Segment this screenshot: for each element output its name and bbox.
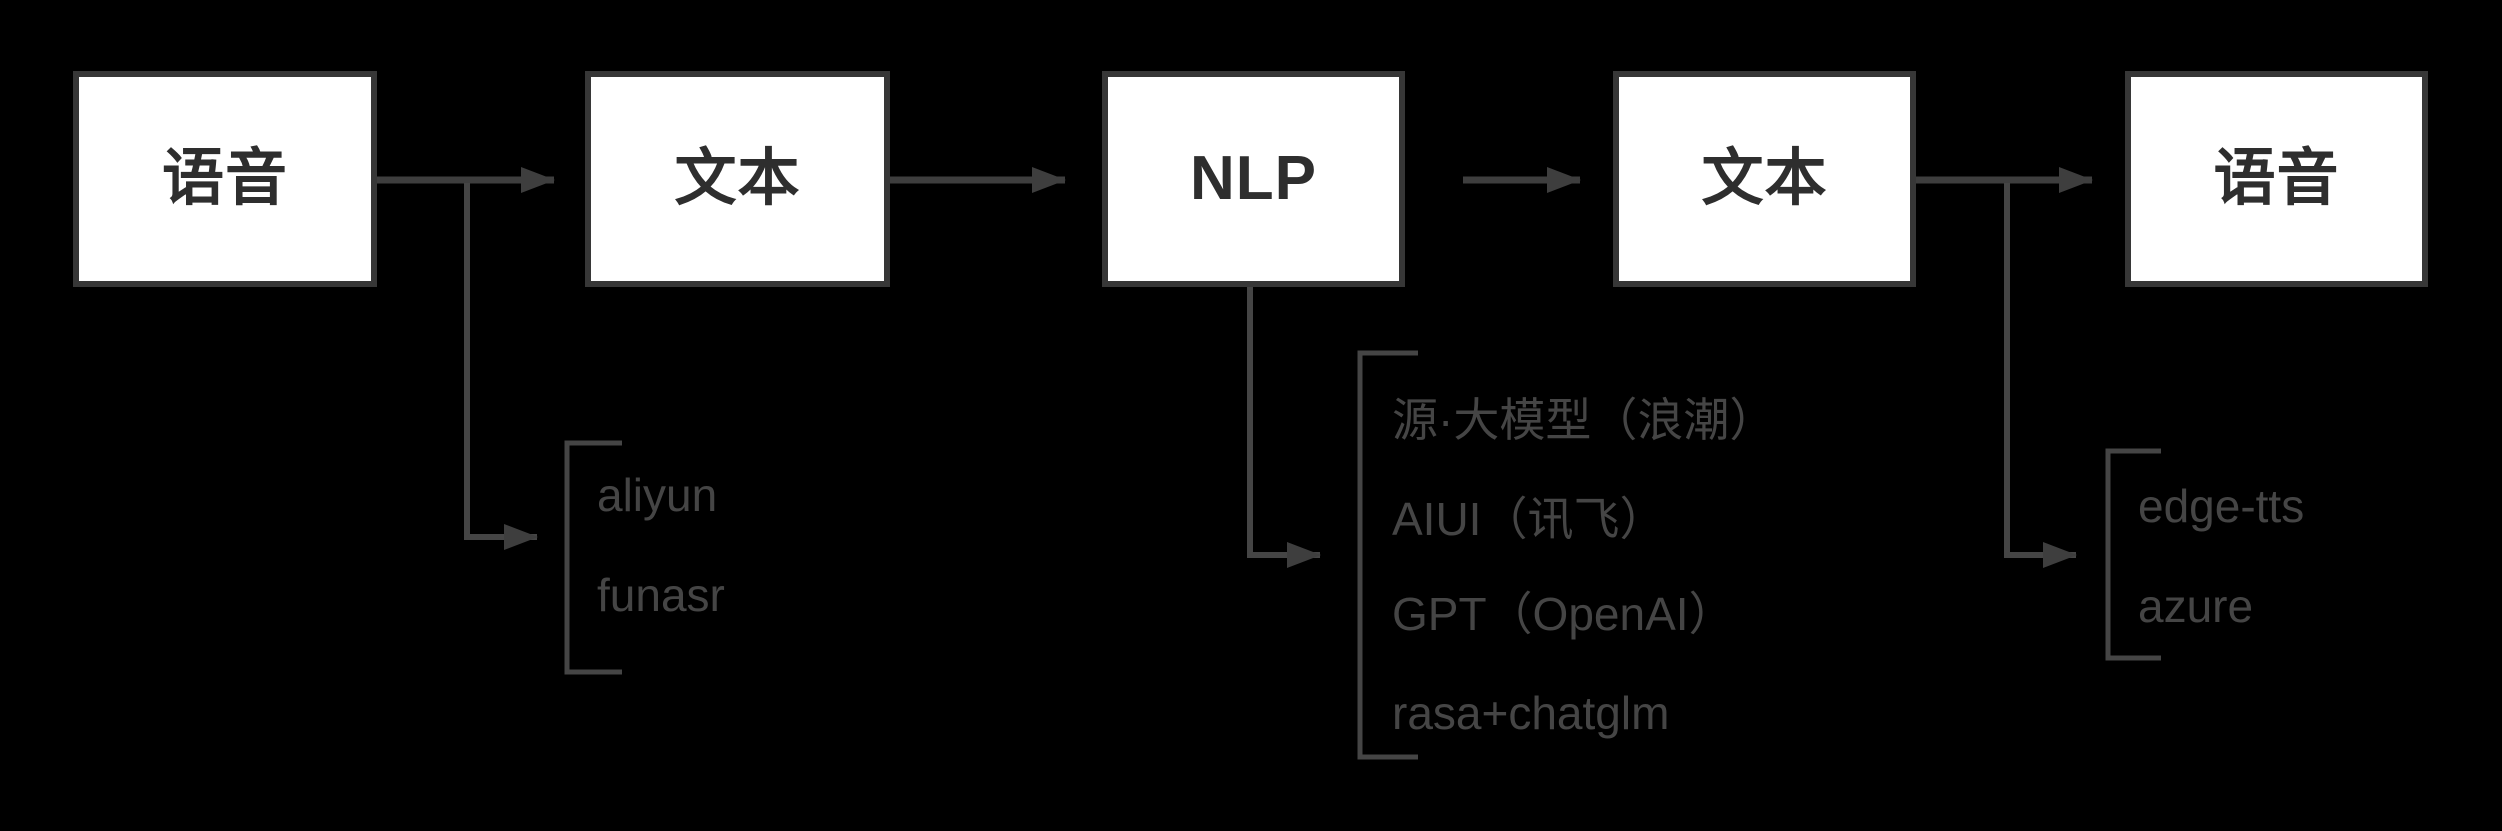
branch-bracket-asr [564,440,622,675]
option-tts-edge-tts[interactable]: edge-tts [2138,480,2305,532]
option-tts-azure[interactable]: azure [2138,580,2254,632]
node-text-out-label: 文本 [1701,144,1828,213]
option-asr-aliyun[interactable]: aliyun [597,469,718,521]
option-nlp-rasa-chatglm[interactable]: rasa+chatglm [1392,687,1670,739]
node-text-in-label: 文本 [674,144,801,213]
branch-connector-asr [464,183,538,550]
branch-bracket-nlp [1357,350,1418,760]
node-text-out[interactable]: 文本 [1613,71,1916,287]
node-asr-input[interactable]: 语音 [73,71,377,287]
node-tts-output-label: 语音 [2213,144,2340,213]
branch-connector-nlp [1247,286,1321,568]
option-nlp-aiui[interactable]: AIUI（讯飞） [1392,493,1666,545]
branch-connector-tts [2004,183,2077,568]
node-asr-input-label: 语音 [161,144,288,213]
branch-bracket-tts [2105,448,2161,661]
node-text-in[interactable]: 文本 [585,71,890,287]
option-nlp-gpt[interactable]: GPT（OpenAI） [1392,588,1735,640]
node-tts-output[interactable]: 语音 [2125,71,2428,287]
node-nlp[interactable]: NLP [1102,71,1405,287]
option-nlp-yuan[interactable]: 源·大模型（浪潮） [1392,394,1776,446]
option-asr-funasr[interactable]: funasr [597,569,725,621]
node-nlp-label: NLP [1190,144,1317,213]
